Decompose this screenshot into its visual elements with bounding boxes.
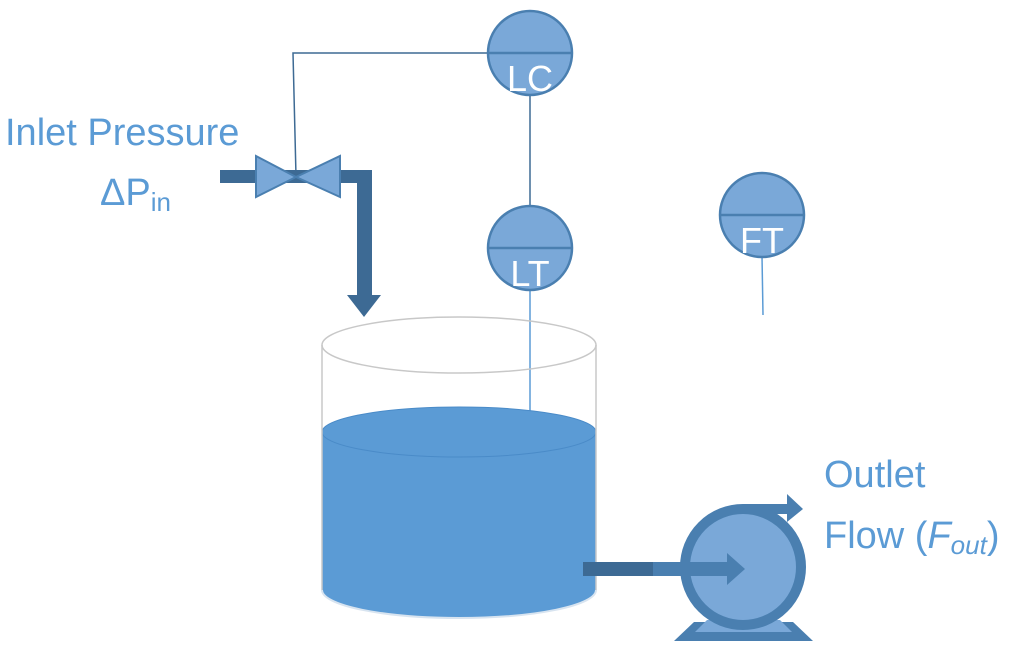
flow-suffix: ) (987, 515, 1000, 557)
outlet-label: Outlet (824, 454, 926, 496)
lc-label: LC (507, 58, 553, 99)
controller-signal-line (292, 52, 488, 177)
tank (321, 316, 597, 619)
inlet-pressure-symbol: ΔPin (100, 172, 171, 217)
control-valve[interactable] (255, 154, 341, 199)
flow-transmitter[interactable]: FT (718, 171, 806, 261)
inlet-pressure-label: Inlet Pressure (5, 112, 239, 154)
level-controller[interactable]: LC (486, 9, 574, 99)
inlet-pipe (220, 170, 381, 317)
pump[interactable] (653, 494, 813, 641)
flow-symbol: F (927, 515, 952, 557)
flow-prefix: Flow ( (824, 515, 928, 557)
delta-p: ΔP (100, 172, 151, 214)
ft-label: FT (740, 220, 784, 261)
ft-signal-line (761, 255, 764, 316)
inlet-subscript: in (151, 187, 171, 217)
outlet-flow-label: Flow (Fout) (824, 515, 999, 560)
lt-label: LT (510, 253, 549, 294)
level-transmitter[interactable]: LT (486, 204, 574, 294)
liquid (322, 432, 596, 618)
flow-subscript: out (951, 530, 989, 560)
